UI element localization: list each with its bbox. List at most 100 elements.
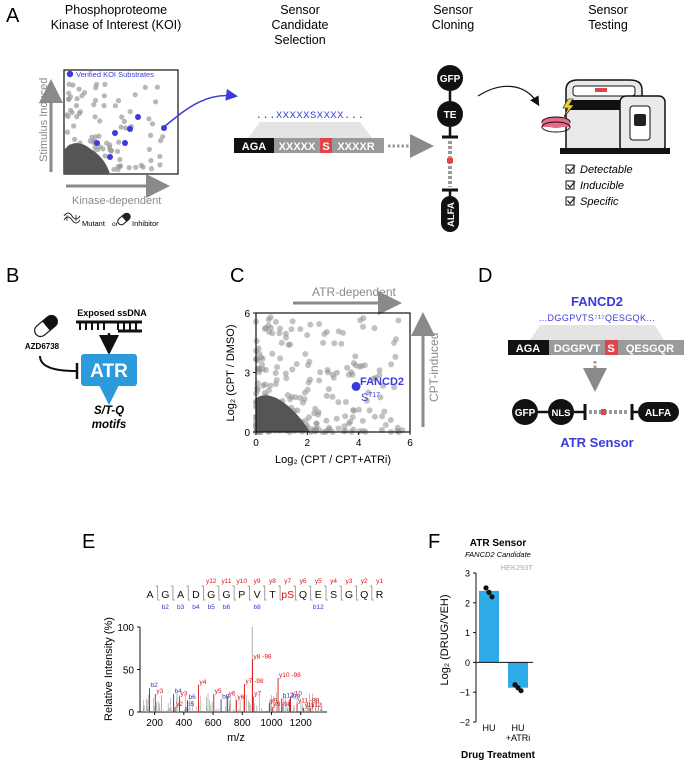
- scatter-dot: [278, 339, 285, 346]
- scatter-dot: [341, 423, 348, 430]
- cell-line-label: HEK293T: [500, 563, 533, 572]
- phospho-dot: [148, 166, 155, 172]
- atr-box: [81, 354, 137, 386]
- peak-label: y6: [237, 694, 244, 701]
- scatter-dot: [395, 317, 402, 324]
- phospho-dot: [114, 148, 121, 154]
- scatter-dot: [349, 414, 356, 421]
- scatter-dot: [357, 317, 364, 324]
- peak-label: y11: [305, 702, 315, 709]
- phospho-dot: [115, 98, 122, 104]
- motif-label-line1: S/T-Q: [94, 405, 124, 417]
- scatter-dot: [376, 372, 383, 378]
- peak-label: b2: [150, 682, 158, 689]
- scatter-dot: [320, 339, 327, 346]
- scatter-dot: [305, 414, 312, 421]
- check-label-detectable: Detectable: [580, 164, 633, 176]
- scatter-dot: [376, 367, 383, 374]
- phospho-dot: [64, 129, 70, 135]
- scatter-dot: [323, 392, 330, 399]
- scatter-dot: [287, 341, 294, 348]
- stimulus-axis-label: Stimulus Induced: [38, 78, 50, 162]
- scatter-dot: [265, 322, 272, 329]
- peptide-residue: S: [330, 589, 337, 601]
- x-tick-label: 0: [253, 438, 259, 449]
- panel-letter-a: A: [6, 5, 20, 27]
- phospho-dot: [160, 134, 166, 140]
- replicate-point: [483, 585, 489, 591]
- panel-a: A Phosphoproteome Kinase of Interest (KO…: [6, 3, 670, 232]
- scatter-dot: [379, 413, 385, 420]
- y-tick-label: 50: [123, 666, 135, 677]
- panel-letter-e: E: [82, 531, 95, 553]
- scatter-dot: [288, 326, 295, 333]
- scatter-dot: [355, 406, 362, 413]
- phospho-dot: [87, 138, 93, 144]
- peptide-residue: E: [315, 589, 322, 601]
- panel-letter-c: C: [230, 265, 244, 287]
- x-tick-label: 600: [205, 718, 222, 729]
- phospho-dot: [148, 132, 154, 138]
- scatter-dot: [277, 325, 283, 332]
- inhibition-line: [39, 355, 77, 372]
- phospho-dot: [71, 123, 77, 129]
- bar: [508, 662, 528, 688]
- bar-x-label: Drug Treatment: [461, 750, 536, 761]
- atr-sensor-construct: GFP NLS ALFA: [512, 399, 679, 425]
- x-tick-label: 800: [234, 718, 251, 729]
- scatter-y-ticks: 036: [244, 309, 256, 439]
- scatter-dot: [272, 370, 279, 376]
- phospho-dot: [118, 124, 124, 130]
- col1-title-line2: Kinase of Interest (KOI): [51, 18, 182, 32]
- spectrum-x-label: m/z: [227, 732, 245, 744]
- fancd2-zoom-wedge: [530, 325, 664, 340]
- phospho-dot: [97, 144, 103, 150]
- testing-arrow: [477, 85, 540, 107]
- gfp-domain: [437, 65, 463, 91]
- atr-sensor-nls: [548, 399, 574, 425]
- scatter-dot: [358, 362, 365, 369]
- mutant-label: Mutant: [82, 219, 106, 228]
- fragment-bracket: [339, 585, 344, 601]
- phospho-dot: [112, 103, 118, 109]
- phospho-dot: [79, 93, 85, 99]
- scatter-dot: [259, 355, 266, 362]
- substrate-dot: [107, 154, 113, 160]
- scatter-dot: [359, 417, 366, 424]
- x-tick-label: 1000: [260, 718, 283, 729]
- scatter-dot: [288, 393, 295, 400]
- col2-title-line2: Candidate: [272, 18, 329, 32]
- scatter-dot: [350, 360, 357, 367]
- check-label-specific: Specific: [580, 196, 619, 208]
- scatter-dot: [335, 399, 342, 406]
- check-icon: [565, 196, 575, 206]
- scatter-dot: [344, 364, 351, 371]
- instrument-icon: [560, 79, 670, 154]
- scatter-dot: [338, 340, 345, 347]
- petri-dish-icon: [541, 116, 571, 133]
- phospho-dot: [92, 114, 98, 120]
- legend-substrate-dot: [66, 70, 74, 78]
- scatter-dot: [371, 413, 378, 420]
- scatter-dot: [370, 375, 377, 382]
- linker-site: [447, 158, 453, 163]
- phospho-dot: [154, 84, 160, 90]
- panel-letter-f: F: [428, 531, 440, 553]
- peptide-residue: G: [345, 589, 353, 601]
- scatter-dot: [342, 413, 349, 420]
- check-icon: [565, 164, 575, 174]
- phospho-dot: [91, 102, 97, 108]
- scatter-dot: [377, 394, 384, 401]
- fragment-bracket: [201, 585, 206, 601]
- cpt-induced-label: CPT-induced: [427, 333, 441, 402]
- b-ion-label: b4: [192, 604, 200, 611]
- b-ion-label: b6: [223, 604, 231, 611]
- scatter-dot: [331, 340, 338, 347]
- scatter-dot: [302, 351, 309, 357]
- atr-sensor-nls-label: NLS: [552, 408, 571, 419]
- y-ion-label: y4: [330, 578, 337, 585]
- phospho-dot: [153, 99, 159, 105]
